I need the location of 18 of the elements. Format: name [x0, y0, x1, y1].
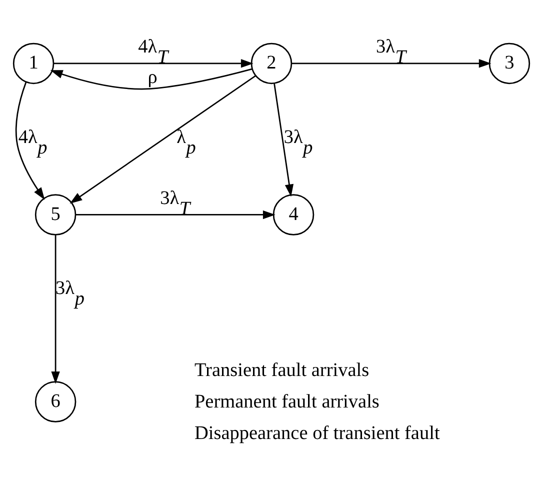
- node-circle: 5: [34, 194, 76, 236]
- node-circle: 1: [12, 42, 54, 84]
- node-circle: 4: [272, 194, 314, 236]
- arrow: [50, 68, 252, 90]
- legend-label: Permanent fault arrivals: [194, 392, 380, 413]
- legend-label: Disappearance of transient fault: [194, 423, 440, 444]
- legend-label: Transient fault arrivals: [194, 360, 370, 381]
- arrow: [51, 235, 60, 384]
- arrow: [15, 82, 45, 200]
- node-circle: 3: [488, 42, 530, 84]
- edge-label: ρ: [148, 66, 158, 88]
- node-circle: 6: [34, 381, 76, 422]
- arrow: [76, 210, 276, 220]
- arrow: [54, 59, 254, 68]
- arrow: [274, 84, 294, 197]
- node-circle: 2: [250, 42, 292, 84]
- arrow: [292, 59, 492, 68]
- arrow: [70, 75, 256, 204]
